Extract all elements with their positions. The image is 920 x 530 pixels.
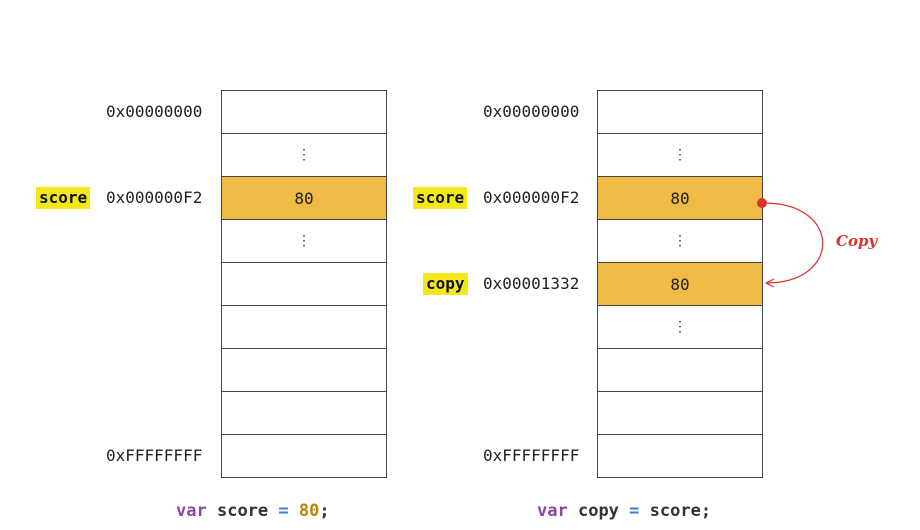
address-top: 0x00000000 bbox=[106, 102, 203, 121]
code-keyword: var bbox=[537, 501, 568, 521]
code-identifier: copy bbox=[577, 501, 619, 521]
code-number: 80 bbox=[298, 501, 320, 521]
code-semicolon: ; bbox=[319, 501, 330, 521]
memory-cell-ellipsis: ⋮ bbox=[597, 219, 763, 263]
code-semicolon: ; bbox=[700, 501, 712, 521]
address-bottom: 0xFFFFFFFF bbox=[483, 446, 580, 465]
cell-value: 80 bbox=[670, 274, 690, 294]
ellipsis-dots: ⋮ bbox=[297, 233, 311, 249]
variable-label-copy: copy bbox=[423, 273, 468, 295]
memory-cell-ellipsis: ⋮ bbox=[597, 305, 763, 349]
code-operator: = bbox=[629, 501, 640, 521]
copy-arrow-label: Copy bbox=[836, 232, 878, 250]
ellipsis-dots: ⋮ bbox=[673, 319, 687, 335]
address-score: 0x000000F2 bbox=[483, 188, 580, 207]
memory-cell bbox=[221, 434, 387, 478]
ellipsis-dots: ⋮ bbox=[673, 233, 687, 249]
code-identifier-source: score bbox=[649, 501, 701, 521]
code-right: var copy = score; bbox=[537, 501, 711, 521]
address-score: 0x000000F2 bbox=[106, 188, 203, 207]
code-identifier: score bbox=[216, 501, 269, 521]
memory-cell bbox=[597, 434, 763, 478]
arrow-curve bbox=[763, 202, 824, 283]
address-top: 0x00000000 bbox=[483, 102, 580, 121]
memory-cell bbox=[221, 391, 387, 435]
code-left: var score = 80; bbox=[176, 501, 330, 521]
address-copy: 0x00001332 bbox=[483, 274, 580, 293]
cell-value: 80 bbox=[670, 188, 690, 208]
code-operator: = bbox=[278, 501, 289, 521]
memory-cell bbox=[597, 391, 763, 435]
ellipsis-dots: ⋮ bbox=[297, 147, 311, 163]
memory-cell bbox=[597, 90, 763, 134]
memory-cell-ellipsis: ⋮ bbox=[597, 133, 763, 177]
cell-value: 80 bbox=[294, 188, 314, 208]
memory-cell bbox=[221, 90, 387, 134]
memory-cell-score: 80 bbox=[597, 176, 763, 220]
code-keyword: var bbox=[176, 501, 207, 521]
variable-label-score: score bbox=[36, 187, 91, 209]
memory-cell bbox=[221, 262, 387, 306]
arrow-origin-dot bbox=[757, 198, 767, 208]
memory-cell-score: 80 bbox=[221, 176, 387, 220]
variable-label-score: score bbox=[413, 187, 468, 209]
memory-cell-ellipsis: ⋮ bbox=[221, 219, 387, 263]
ellipsis-dots: ⋮ bbox=[673, 147, 687, 163]
address-bottom: 0xFFFFFFFF bbox=[106, 446, 203, 465]
